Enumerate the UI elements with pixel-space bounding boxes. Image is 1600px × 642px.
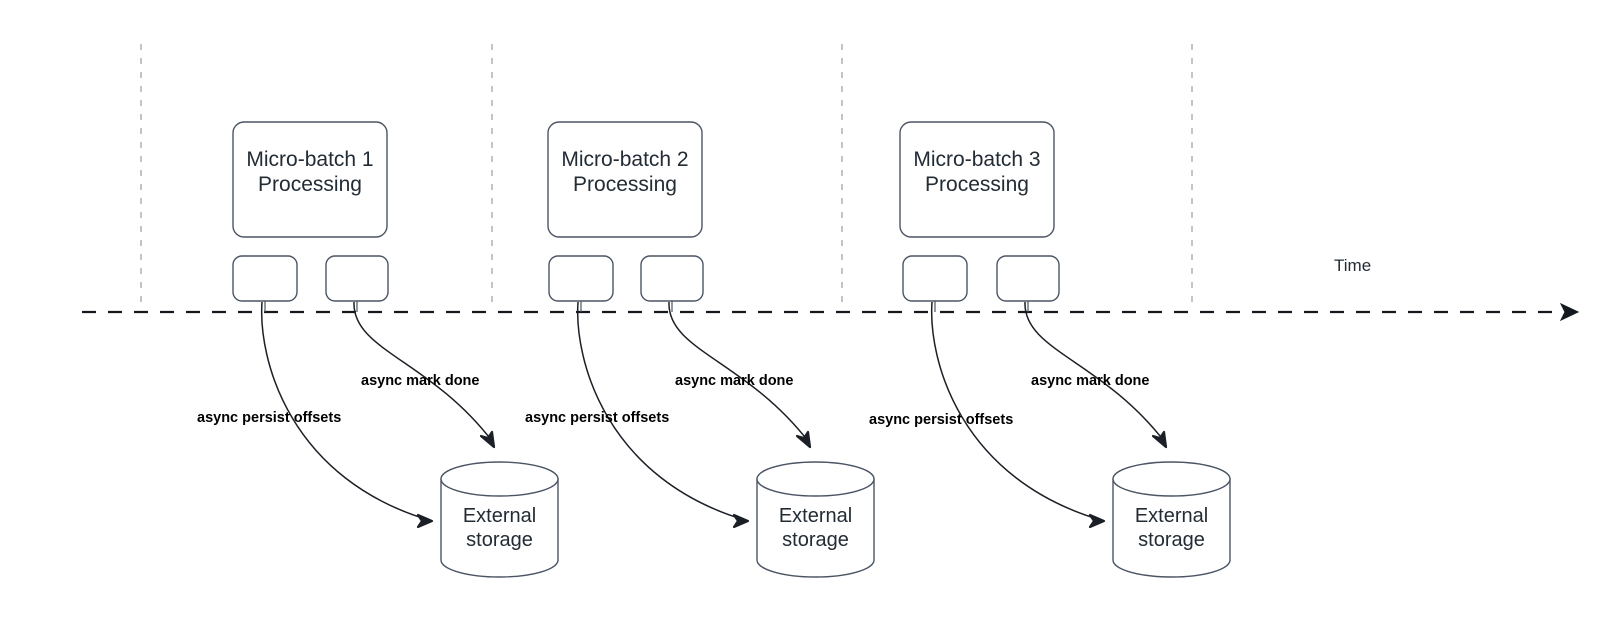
async-mark-done-2-label: async mark done: [675, 373, 794, 389]
external-storage-3[interactable]: [1112, 461, 1231, 578]
micro-batch-3-title-line1: Micro-batch 3: [913, 148, 1041, 171]
micro-batch-3-title-line2: Processing: [925, 173, 1029, 196]
external-storage-1-label-line1: External: [462, 505, 537, 527]
async-persist-offsets-2-arrowhead: [732, 513, 750, 529]
external-storage-3-body: [1112, 478, 1231, 578]
external-storage-1-body: [440, 478, 559, 578]
async-persist-offsets-2-path: [576, 301, 749, 522]
async-mark-done-3-arrowhead: [1151, 430, 1168, 449]
micro-batch-2-mark-done-task[interactable]: [640, 255, 704, 302]
async-persist-offsets-3-arrowhead: [1088, 513, 1106, 529]
micro-batch-2-title-line2: Processing: [573, 173, 677, 196]
tick-lines-group: [140, 44, 1193, 310]
micro-batch-1-title-line1: Micro-batch 1: [246, 148, 374, 171]
async-persist-offsets-2-label: async persist offsets: [525, 410, 670, 426]
time-axis-label: Time: [1334, 256, 1372, 275]
async-persist-offsets-1-path: [260, 301, 433, 522]
micro-batch-1-offset-commit-task[interactable]: [232, 255, 298, 302]
micro-batch-3-mark-done-task[interactable]: [996, 255, 1060, 302]
async-mark-done-3-path: [1024, 301, 1165, 442]
shapes-group: [232, 121, 1231, 578]
external-storage-2-top: [756, 461, 875, 497]
external-storage-3-label-line1: External: [1134, 505, 1209, 527]
external-storage-1-label-line2: storage: [466, 529, 533, 551]
time-axis-arrowhead: [1559, 302, 1580, 322]
external-storage-2[interactable]: [756, 461, 875, 578]
async-mark-done-3-label: async mark done: [1031, 373, 1150, 389]
micro-batch-1-mark-done-task[interactable]: [325, 255, 389, 302]
external-storage-1-top: [440, 461, 559, 497]
time-axis-group: [82, 302, 1580, 322]
external-storage-3-top: [1112, 461, 1231, 497]
micro-batch-2-title-line1: Micro-batch 2: [561, 148, 689, 171]
async-mark-done-1-label: async mark done: [361, 373, 480, 389]
micro-batch-3-box[interactable]: [899, 121, 1055, 238]
async-mark-done-2-path: [668, 301, 809, 442]
external-storage-1[interactable]: [440, 461, 559, 578]
micro-batch-3-offset-commit-task[interactable]: [902, 255, 968, 302]
micro-batch-2-offset-commit-task[interactable]: [548, 255, 614, 302]
micro-batch-2-box[interactable]: [547, 121, 703, 238]
micro-batch-1-title-line2: Processing: [258, 173, 362, 196]
micro-batch-1-box[interactable]: [232, 121, 388, 238]
external-storage-3-label-line2: storage: [1138, 529, 1205, 551]
async-mark-done-1-arrowhead: [479, 430, 496, 449]
edges-group: [260, 301, 1168, 529]
async-persist-offsets-3-path: [930, 301, 1105, 522]
external-storage-2-label-line1: External: [778, 505, 853, 527]
external-storage-2-label-line2: storage: [782, 529, 849, 551]
async-mark-done-1-path: [353, 301, 493, 442]
external-storage-2-body: [756, 478, 875, 578]
async-persist-offsets-1-arrowhead: [416, 513, 434, 529]
async-mark-done-2-arrowhead: [795, 430, 812, 449]
async-persist-offsets-3-label: async persist offsets: [869, 412, 1014, 428]
async-persist-offsets-1-label: async persist offsets: [197, 410, 342, 426]
